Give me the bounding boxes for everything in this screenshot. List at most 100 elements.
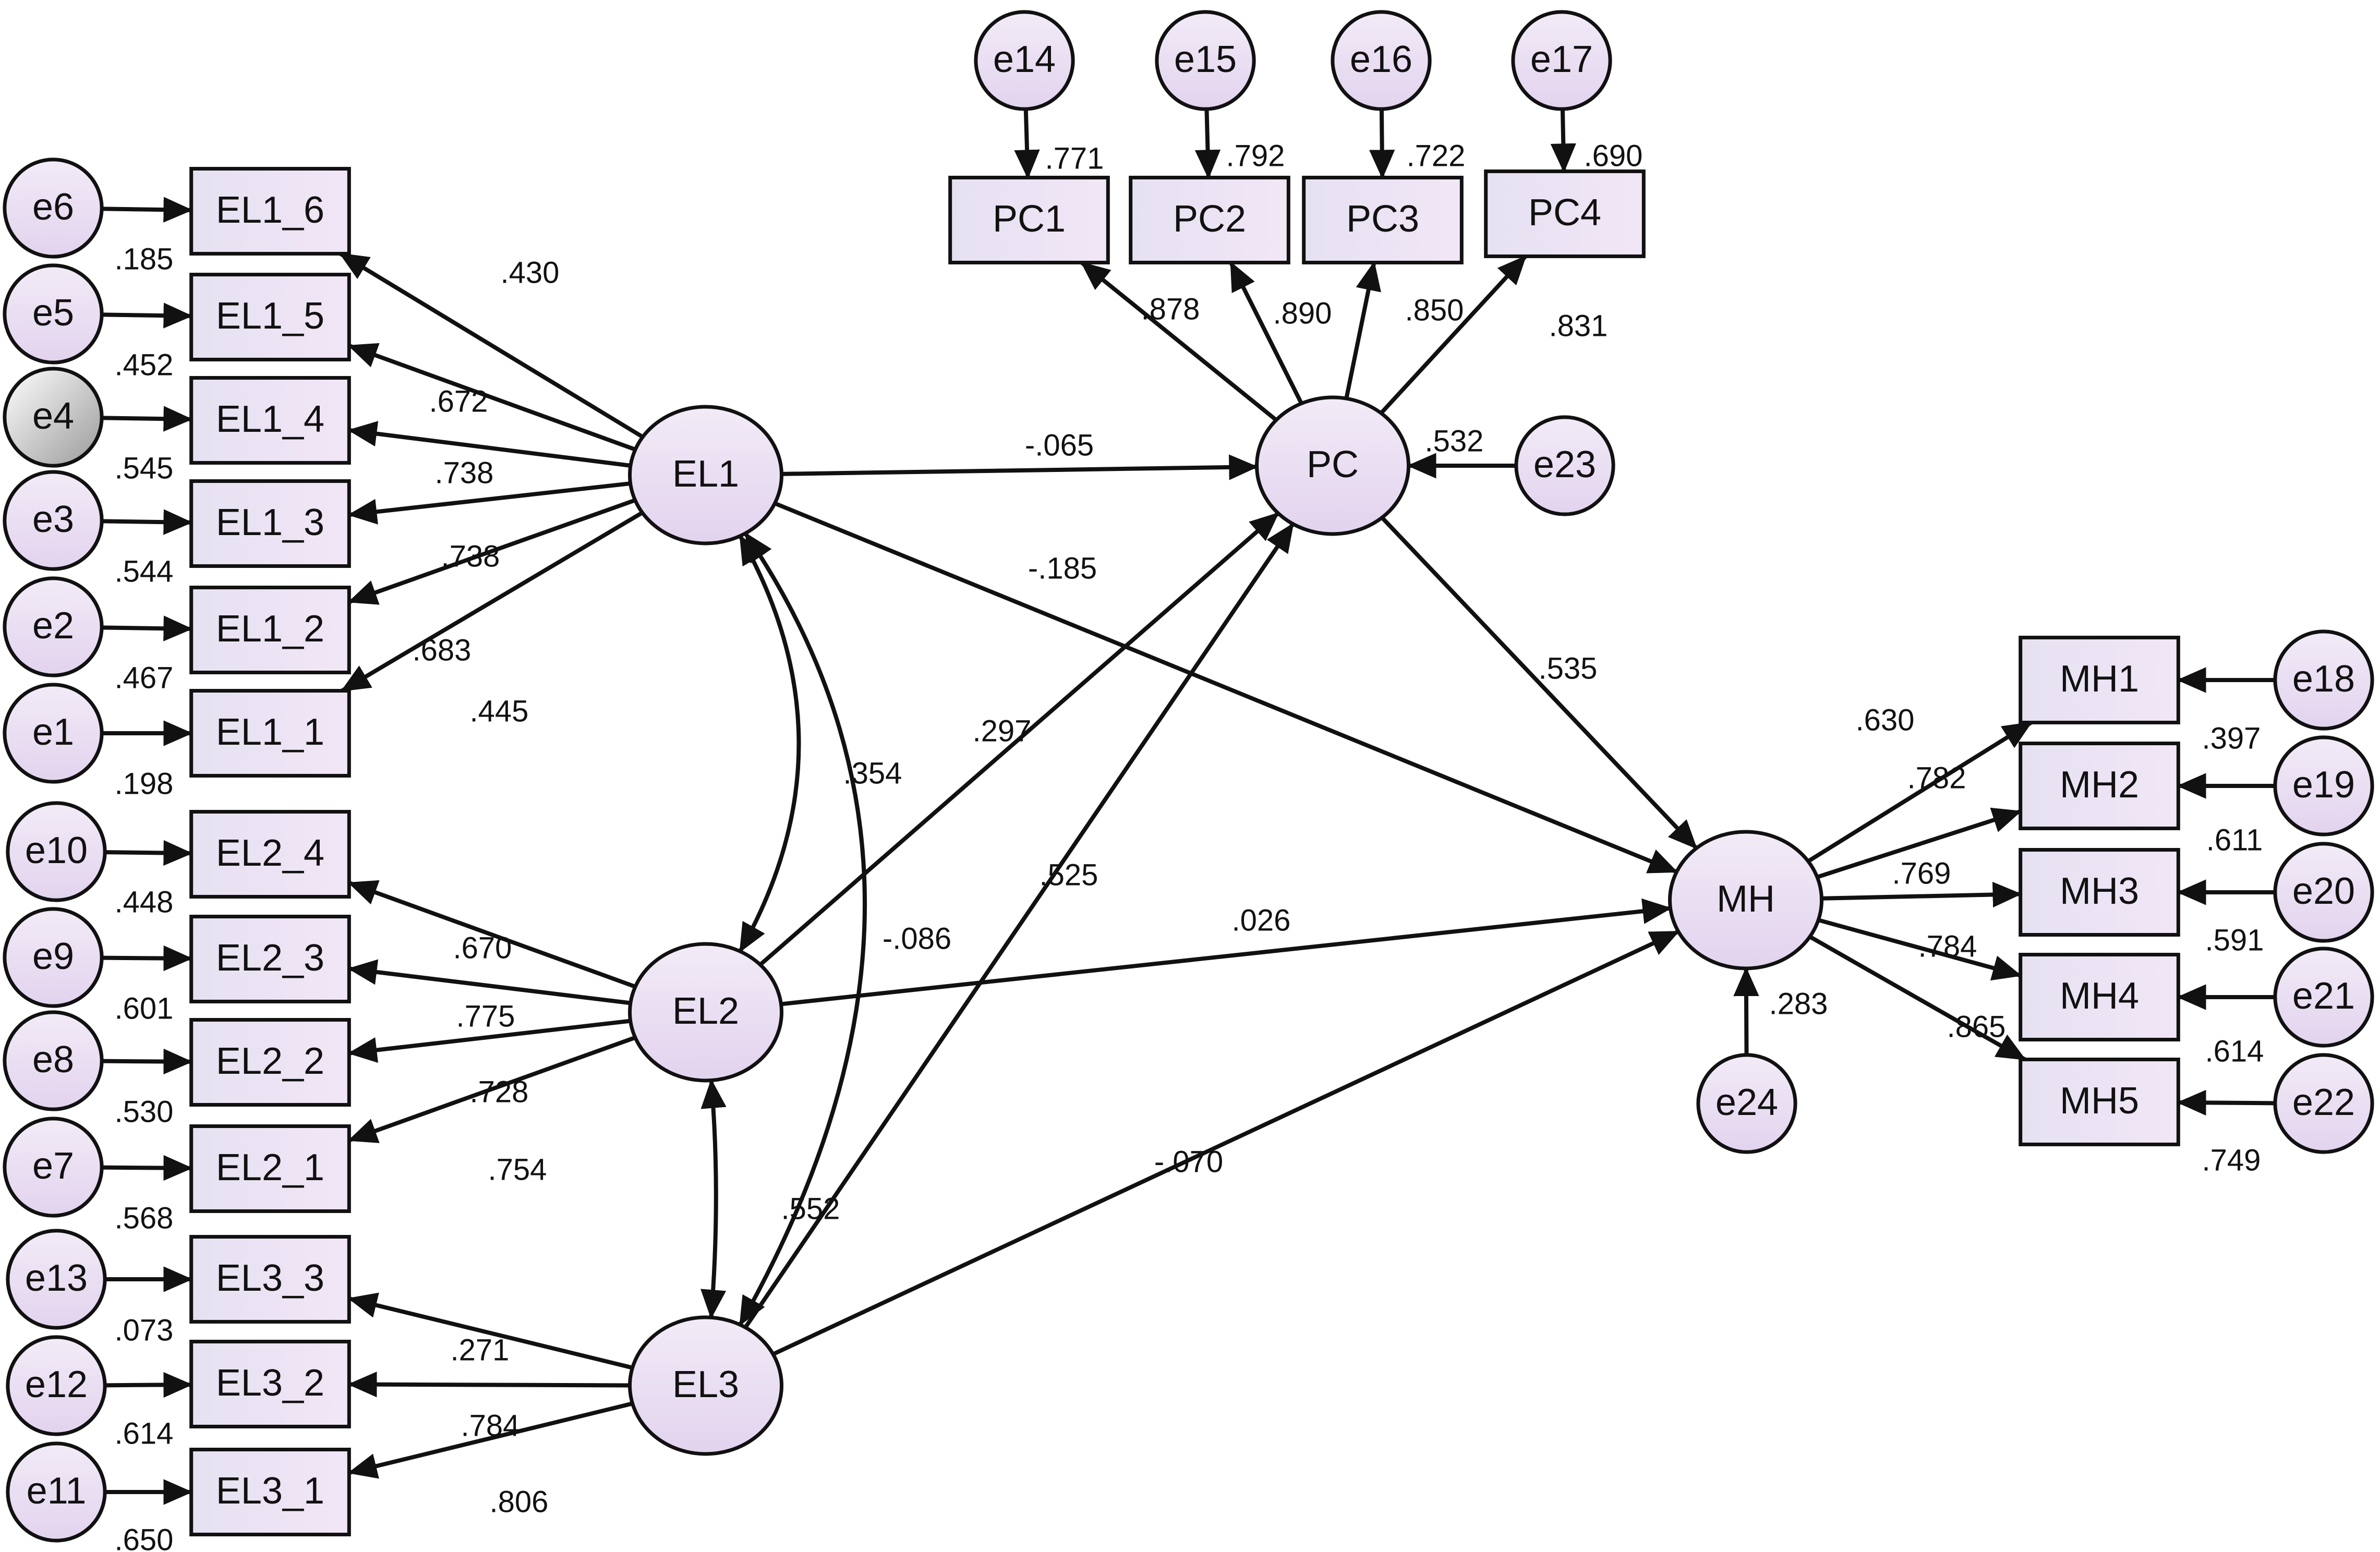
node-label: MH4	[2060, 975, 2139, 1017]
node-label: e13	[25, 1257, 88, 1299]
node-label: EL1_5	[216, 295, 324, 337]
node-label: EL2_2	[216, 1040, 324, 1082]
covariance-el1-el2	[738, 535, 801, 953]
node-label: e23	[1533, 444, 1596, 486]
path-e6-to-el1-6	[102, 197, 193, 223]
edges-layer	[102, 108, 2275, 1505]
edge-weight-label: .297	[973, 714, 1032, 748]
error-term-circle	[2273, 735, 2374, 836]
observed-variable-box	[189, 1124, 351, 1213]
error-term-circle	[3, 907, 104, 1008]
path-pc-to-pc1	[1080, 261, 1278, 422]
observed-variable-el1-2: EL1_2	[189, 586, 351, 674]
path-e4-to-el1-4	[102, 406, 193, 432]
path-el2-to-mh	[781, 898, 1672, 1007]
node-label: EL1_1	[216, 711, 324, 753]
r-squared-label: .650	[115, 1523, 174, 1552]
error-term-e21: e21	[2273, 947, 2374, 1048]
observed-variable-pc4: PC4	[1484, 169, 1646, 258]
observed-variable-box	[2019, 848, 2180, 937]
observed-variable-box	[189, 1448, 351, 1536]
node-label: e2	[32, 605, 74, 647]
r-squared-label: .722	[1407, 139, 1466, 173]
error-term-e18: e18	[2273, 629, 2374, 731]
labels-layer: .430.672.738.738.683.445.670.775.728.754…	[115, 139, 2264, 1552]
observed-variable-box	[189, 1340, 351, 1428]
path-el2-to-pc	[758, 512, 1280, 966]
edge-weight-label: .683	[413, 633, 472, 667]
node-label: EL2_1	[216, 1147, 324, 1189]
error-term-circle	[974, 10, 1075, 111]
edge-weight-label: .775	[456, 999, 515, 1033]
r-squared-label: .601	[115, 991, 174, 1025]
path-el1-to-el1-4	[347, 421, 631, 468]
path-e14-to-pc1	[1014, 108, 1040, 179]
path-el3-to-pc	[743, 523, 1295, 1329]
edge-weight-label: .430	[501, 256, 560, 289]
path-mh-to-mh3	[1821, 881, 2022, 908]
observed-variable-box	[1302, 176, 1464, 264]
edge-weight-label: .738	[441, 539, 500, 573]
node-label: e16	[1350, 39, 1412, 80]
r-squared-label: .530	[115, 1095, 174, 1129]
node-label: e17	[1530, 39, 1593, 80]
latent-variable-ellipse	[627, 405, 784, 545]
error-term-circle	[2273, 1053, 2374, 1154]
node-label: e15	[1174, 39, 1237, 80]
error-term-e16: e16	[1331, 10, 1432, 111]
path-el1-to-el1-1	[341, 511, 644, 693]
observed-variable-box	[1484, 169, 1646, 258]
node-label: e11	[27, 1470, 87, 1512]
path-el2-to-el2-2	[347, 1018, 631, 1063]
error-term-e24: e24	[1696, 1053, 1797, 1154]
error-term-e7: e7	[3, 1117, 104, 1218]
r-squared-label: .467	[115, 661, 174, 695]
path-pc-to-pc3	[1344, 261, 1381, 399]
error-term-e6: e6	[3, 157, 104, 259]
node-label: MH2	[2060, 764, 2139, 806]
error-term-e15: e15	[1155, 10, 1256, 111]
observed-variable-el1-3: EL1_3	[189, 479, 351, 568]
error-term-e1: e1	[3, 683, 104, 784]
error-term-circle	[3, 1010, 104, 1111]
error-term-circle	[1514, 415, 1615, 516]
covariance-el1-el3	[738, 532, 867, 1326]
latent-variable-el3: EL3	[627, 1315, 784, 1456]
observed-variable-el1-6: EL1_6	[189, 167, 351, 256]
node-label: EL3	[672, 1364, 739, 1405]
node-label: e8	[32, 1039, 74, 1081]
error-term-e20: e20	[2273, 842, 2374, 943]
r-squared-label: .544	[115, 554, 174, 588]
observed-variable-mh4: MH4	[2019, 953, 2180, 1041]
path-el3-to-el3-3	[347, 1292, 633, 1370]
error-term-e4: e4	[3, 367, 104, 468]
latent-variable-ellipse	[627, 942, 784, 1083]
path-el1-to-el1-6	[339, 252, 644, 439]
latent-variable-ellipse	[627, 1315, 784, 1456]
path-el1-to-el1-3	[347, 481, 631, 525]
node-label: e9	[32, 936, 74, 977]
node-label: EL1_2	[216, 608, 324, 650]
error-term-circle	[3, 683, 104, 784]
observed-variable-box	[2019, 742, 2180, 830]
error-term-circle	[3, 263, 104, 365]
error-term-e2: e2	[3, 576, 104, 677]
error-term-e13: e13	[6, 1229, 107, 1330]
path-e3-to-el1-3	[102, 509, 193, 535]
error-term-circle	[2273, 629, 2374, 731]
observed-variable-box	[189, 915, 351, 1003]
latent-variable-mh: MH	[1668, 830, 1824, 971]
node-label: MH	[1717, 878, 1775, 920]
error-term-e11: e11	[6, 1441, 107, 1543]
path-e9-to-el2-3	[102, 945, 193, 972]
observed-variable-mh3: MH3	[2019, 848, 2180, 937]
node-label: MH3	[2060, 870, 2139, 912]
node-label: PC2	[1173, 198, 1246, 240]
observed-variable-pc3: PC3	[1302, 176, 1464, 264]
latent-variable-el1: EL1	[627, 405, 784, 545]
latent-variable-el2: EL2	[627, 942, 784, 1083]
error-term-e22: e22	[2273, 1053, 2374, 1154]
path-el1-to-pc	[781, 454, 1259, 480]
node-label: EL1_6	[216, 189, 324, 231]
observed-variable-mh2: MH2	[2019, 742, 2180, 830]
